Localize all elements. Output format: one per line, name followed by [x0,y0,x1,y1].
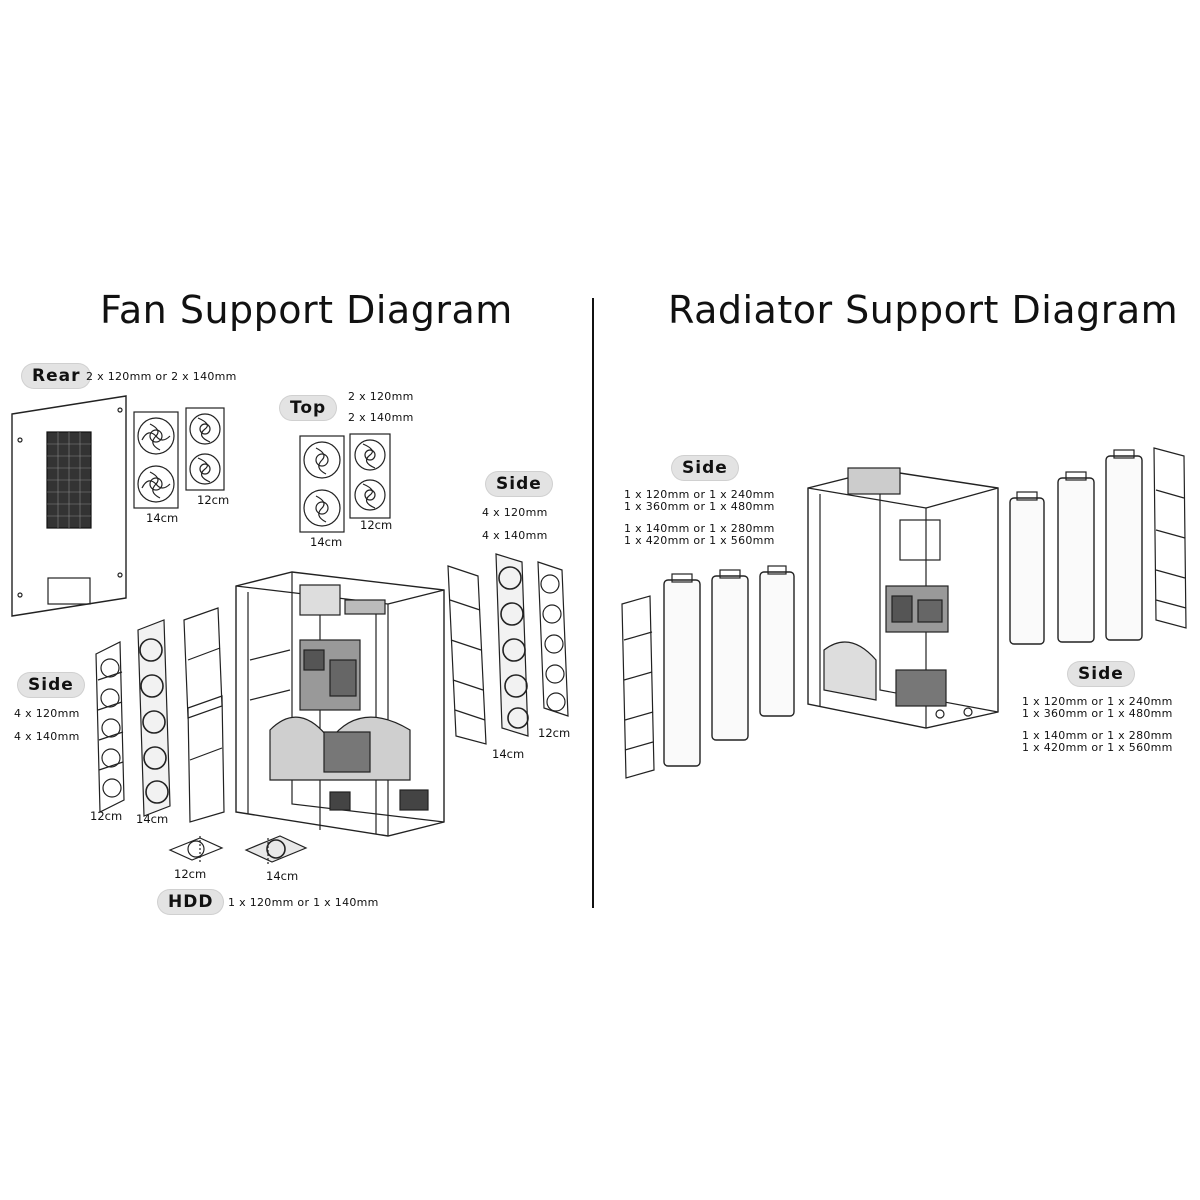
radiator-side-left-spec-line: 1 x 140mm or 1 x 280mm [624,522,775,535]
radiator-side-right-spec-line: 1 x 140mm or 1 x 280mm [1022,729,1173,742]
side-left-fan-size-12: 12cm [90,809,123,823]
rear-fan-size-12: 12cm [197,493,230,507]
radiator-side-right-spec: 1 x 120mm or 1 x 240mm 1 x 360mm or 1 x … [1022,696,1173,754]
hdd-fans-illustration [168,835,308,864]
radiator-side-left-badge: Side [672,456,738,480]
side-left-fan-size-14: 14cm [136,812,169,826]
top-fan-size-12: 12cm [360,518,393,532]
fan-support-title: Fan Support Diagram [100,288,513,332]
side-fan-left-spec-line: 4 x 120mm [14,707,80,720]
side-fans-right-illustration [447,553,569,745]
radiator-side-left-spec-line: 1 x 420mm or 1 x 560mm [624,534,775,547]
side-fans-left-illustration [95,607,225,823]
side-fan-left-badge: Side [18,673,84,697]
radiator-side-left-spec-line: 1 x 360mm or 1 x 480mm [624,500,775,513]
rear-spec: 2 x 120mm or 2 x 140mm [86,370,237,383]
rear-panel-illustration [11,395,127,617]
top-fans-illustration [299,433,391,533]
top-spec-line: 2 x 140mm [348,411,414,424]
rear-fan-size-14: 14cm [146,511,179,525]
top-fan-size-14: 14cm [310,535,343,549]
top-badge: Top [280,396,337,420]
radiator-side-right-spec-line: 1 x 360mm or 1 x 480mm [1022,707,1173,720]
side-fan-left-spec-line: 4 x 140mm [14,730,80,743]
hdd-badge: HDD [158,890,224,914]
side-right-fan-size-14: 14cm [492,747,525,761]
radiator-side-left-spec-line: 1 x 120mm or 1 x 240mm [624,488,775,501]
side-right-fan-size-12: 12cm [538,726,571,740]
side-fan-right-spec-line: 4 x 140mm [482,529,548,542]
top-spec: 2 x 120mm 2 x 140mm [348,389,414,425]
fan-case-illustration [235,571,445,837]
rear-badge: Rear [22,364,91,388]
radiator-side-right-spec-line: 1 x 120mm or 1 x 240mm [1022,695,1173,708]
hdd-fan-size-12: 12cm [174,867,207,881]
side-fan-right-spec: 4 x 120mm 4 x 140mm [482,505,548,543]
radiator-side-right-badge: Side [1068,662,1134,686]
radiator-side-right-spec-line: 1 x 420mm or 1 x 560mm [1022,741,1173,754]
side-fan-right-spec-line: 4 x 120mm [482,506,548,519]
side-fan-left-spec: 4 x 120mm 4 x 140mm [14,706,80,744]
side-fan-right-badge: Side [486,472,552,496]
hdd-fan-size-14: 14cm [266,869,299,883]
radiator-case-illustration [807,467,999,729]
radiator-side-left-spec: 1 x 120mm or 1 x 240mm 1 x 360mm or 1 x … [624,489,775,547]
radiators-left-illustration [621,565,795,779]
radiators-right-illustration [1009,447,1187,645]
hdd-spec: 1 x 120mm or 1 x 140mm [228,896,379,909]
rear-fans-illustration [133,407,225,509]
radiator-support-title: Radiator Support Diagram [668,288,1179,332]
top-spec-line: 2 x 120mm [348,390,414,403]
center-divider [592,298,594,908]
